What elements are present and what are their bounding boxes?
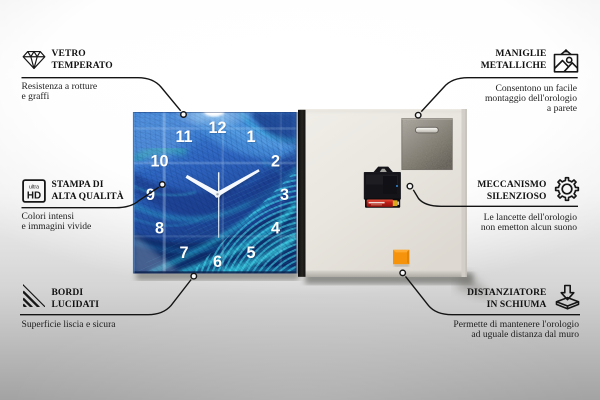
svg-text:11: 11 (176, 129, 193, 147)
svg-text:3: 3 (280, 186, 289, 204)
svg-text:12: 12 (208, 119, 226, 137)
svg-text:6: 6 (213, 253, 222, 271)
svg-text:4: 4 (272, 220, 281, 238)
svg-text:2: 2 (271, 152, 280, 170)
svg-text:5: 5 (246, 244, 255, 262)
svg-text:6: 6 (214, 254, 223, 272)
svg-text:1: 1 (246, 128, 255, 146)
svg-text:9: 9 (146, 186, 155, 204)
svg-text:7: 7 (180, 245, 189, 263)
svg-text:3: 3 (281, 187, 290, 205)
svg-text:5: 5 (247, 245, 256, 263)
svg-text:11: 11 (175, 128, 192, 146)
svg-text:7: 7 (179, 244, 188, 262)
svg-text:8: 8 (156, 220, 165, 238)
svg-text:12: 12 (209, 120, 227, 138)
svg-text:1: 1 (247, 129, 256, 147)
svg-text:ultra: ultra (29, 184, 39, 190)
svg-text:4: 4 (271, 219, 280, 237)
svg-text:HD: HD (27, 190, 41, 201)
svg-text:2: 2 (272, 153, 281, 171)
svg-text:8: 8 (155, 219, 164, 237)
svg-text:10: 10 (151, 153, 169, 171)
svg-text:10: 10 (150, 152, 168, 170)
svg-text:9: 9 (147, 187, 156, 205)
